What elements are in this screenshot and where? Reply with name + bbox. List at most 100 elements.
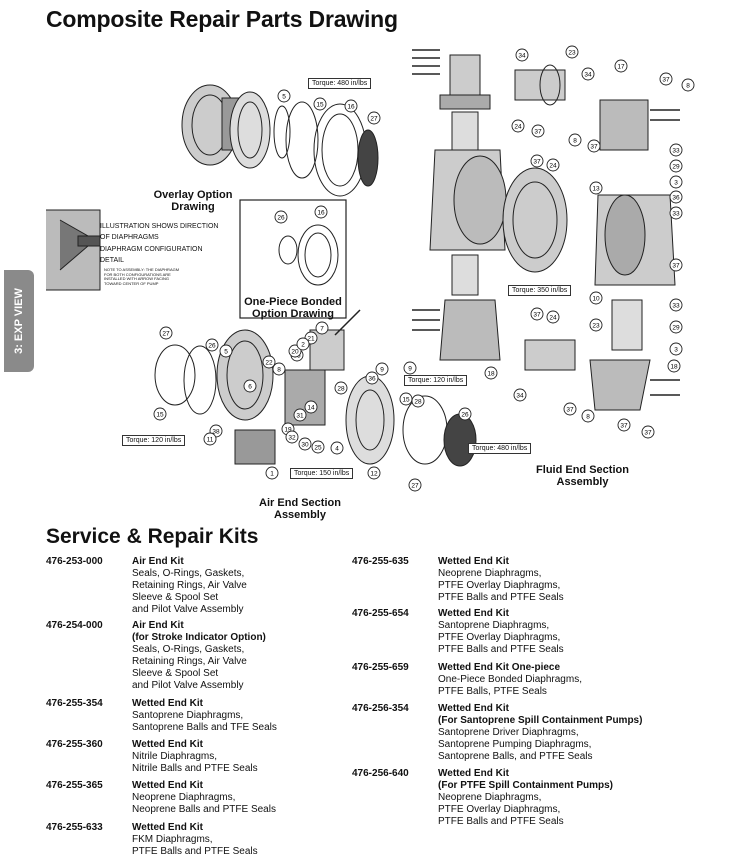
torque-label: Torque: 120 in/lbs — [122, 435, 186, 446]
kit-part-number: 476-256-354 — [352, 703, 409, 714]
callout-number: 37 — [533, 311, 541, 318]
callout-number: 28 — [337, 385, 345, 392]
kit-subtitle: (for Stroke Indicator Option) — [132, 632, 266, 643]
callout-bubble: 37 — [669, 258, 683, 272]
callout-number: 10 — [592, 295, 600, 302]
callout-number: 26 — [461, 411, 469, 418]
callout-bubble: 8 — [568, 133, 582, 147]
callout-number: 22 — [265, 359, 273, 366]
callout-bubble: 18 — [667, 359, 681, 373]
callout-number: 37 — [620, 422, 628, 429]
kit-name: Wetted End Kit — [132, 822, 203, 833]
kit-description-line: PTFE Balls and PTFE Seals — [132, 846, 258, 857]
callout-bubble: 15 — [153, 407, 167, 421]
callout-bubble: 33 — [669, 298, 683, 312]
callout-number: 14 — [307, 404, 315, 411]
kit-description-line: PTFE Overlay Diaphragms, — [438, 632, 561, 643]
callout-bubble: 14 — [304, 400, 318, 414]
callout-bubble: 34 — [513, 388, 527, 402]
kit-description-line: Neoprene Diaphragms, — [438, 792, 542, 803]
torque-label: Torque: 350 in/lbs — [508, 285, 572, 296]
callout-number: 15 — [402, 396, 410, 403]
callout-bubble: 28 — [334, 381, 348, 395]
kit-part-number: 476-255-659 — [352, 662, 409, 673]
air-end-label: Air End Section Assembly — [259, 497, 341, 521]
callout-number: 32 — [288, 434, 296, 441]
callout-number: 30 — [301, 441, 309, 448]
callout-bubble: 7 — [315, 321, 329, 335]
callout-number: 8 — [686, 82, 690, 89]
callout-bubble: 3 — [669, 342, 683, 356]
kit-description-line: Santoprene Diaphragms, — [132, 710, 244, 721]
callout-bubble: 16 — [314, 205, 328, 219]
kit-description-line: PTFE Balls and PTFE Seals — [438, 816, 564, 827]
kit-name: Wetted End Kit — [438, 768, 509, 779]
side-tab-exp-view[interactable]: 3: EXP VIEW — [4, 270, 34, 372]
fluid-end-section — [502, 64, 676, 411]
kit-part-number: 476-256-640 — [352, 768, 409, 779]
callout-number: 38 — [212, 428, 220, 435]
kit-description-line: Seals, O-Rings, Gaskets, — [132, 568, 245, 579]
kit-description-line: Santoprene Balls and TFE Seals — [132, 722, 277, 733]
callout-bubble: 22 — [262, 355, 276, 369]
kit-name: Wetted End Kit — [132, 739, 203, 750]
kit-name: Wetted End Kit — [132, 698, 203, 709]
kit-description-line: and Pilot Valve Assembly — [132, 680, 244, 691]
callout-bubble: 26 — [205, 338, 219, 352]
callout-number: 18 — [670, 363, 678, 370]
callout-number: 11 — [207, 436, 214, 443]
callout-number: 34 — [584, 71, 592, 78]
callout-number: 28 — [414, 398, 422, 405]
kit-part-number: 476-254-000 — [46, 620, 103, 631]
kit-description-line: Neoprene Diaphragms, — [132, 792, 236, 803]
callout-bubble: 28 — [411, 394, 425, 408]
kit-name: Wetted End Kit — [438, 608, 509, 619]
callout-number: 33 — [672, 210, 680, 217]
callout-bubble: 24 — [546, 158, 560, 172]
callout-number: 37 — [566, 406, 574, 413]
callout-bubble: 27 — [159, 326, 173, 340]
callout-bubble: 11 — [203, 432, 217, 446]
callout-bubble: 37 — [617, 418, 631, 432]
callout-number: 8 — [277, 366, 281, 373]
callout-bubble: 29 — [669, 159, 683, 173]
callout-number: 3 — [674, 179, 678, 186]
callout-number: 15 — [156, 411, 164, 418]
callout-number: 5 — [282, 93, 286, 100]
callout-number: 6 — [248, 383, 252, 390]
kit-name: Air End Kit — [132, 556, 184, 567]
callout-number: 37 — [644, 429, 652, 436]
callout-number: 8 — [586, 413, 590, 420]
kit-description-line: Retaining Rings, Air Valve — [132, 580, 247, 591]
callout-bubble: 4 — [330, 441, 344, 455]
callout-bubble: 25 — [311, 440, 325, 454]
callout-number: 34 — [518, 52, 526, 59]
callout-bubble: 37 — [530, 154, 544, 168]
callout-bubble: 30 — [298, 437, 312, 451]
callout-number: 37 — [533, 158, 541, 165]
callout-bubble: 37 — [531, 124, 545, 138]
callout-bubble: 13 — [589, 181, 603, 195]
callout-bubble: 23 — [565, 45, 579, 59]
callout-number: 17 — [617, 63, 625, 70]
kit-part-number: 476-255-635 — [352, 556, 409, 567]
callout-bubble: 29 — [669, 320, 683, 334]
callout-bubble: 10 — [589, 291, 603, 305]
kit-description-line: and Pilot Valve Assembly — [132, 604, 244, 615]
callout-number: 2 — [301, 341, 305, 348]
callout-number: 9 — [380, 366, 384, 373]
callout-bubble: 15 — [313, 97, 327, 111]
kit-description-line: PTFE Overlay Diaphragms, — [438, 804, 561, 815]
fluid-end-label: Fluid End Section Assembly — [536, 464, 629, 488]
callout-number: 12 — [370, 470, 378, 477]
callout-bubble: 17 — [614, 59, 628, 73]
callout-number: 8 — [573, 137, 577, 144]
callout-number: 9 — [408, 365, 412, 372]
callout-bubble: 2 — [296, 337, 310, 351]
callout-number: 16 — [317, 209, 325, 216]
kit-description-line: PTFE Balls and PTFE Seals — [438, 644, 564, 655]
callout-number: 24 — [514, 123, 522, 130]
callout-bubble: 27 — [408, 478, 422, 492]
callout-bubble: 3 — [669, 175, 683, 189]
